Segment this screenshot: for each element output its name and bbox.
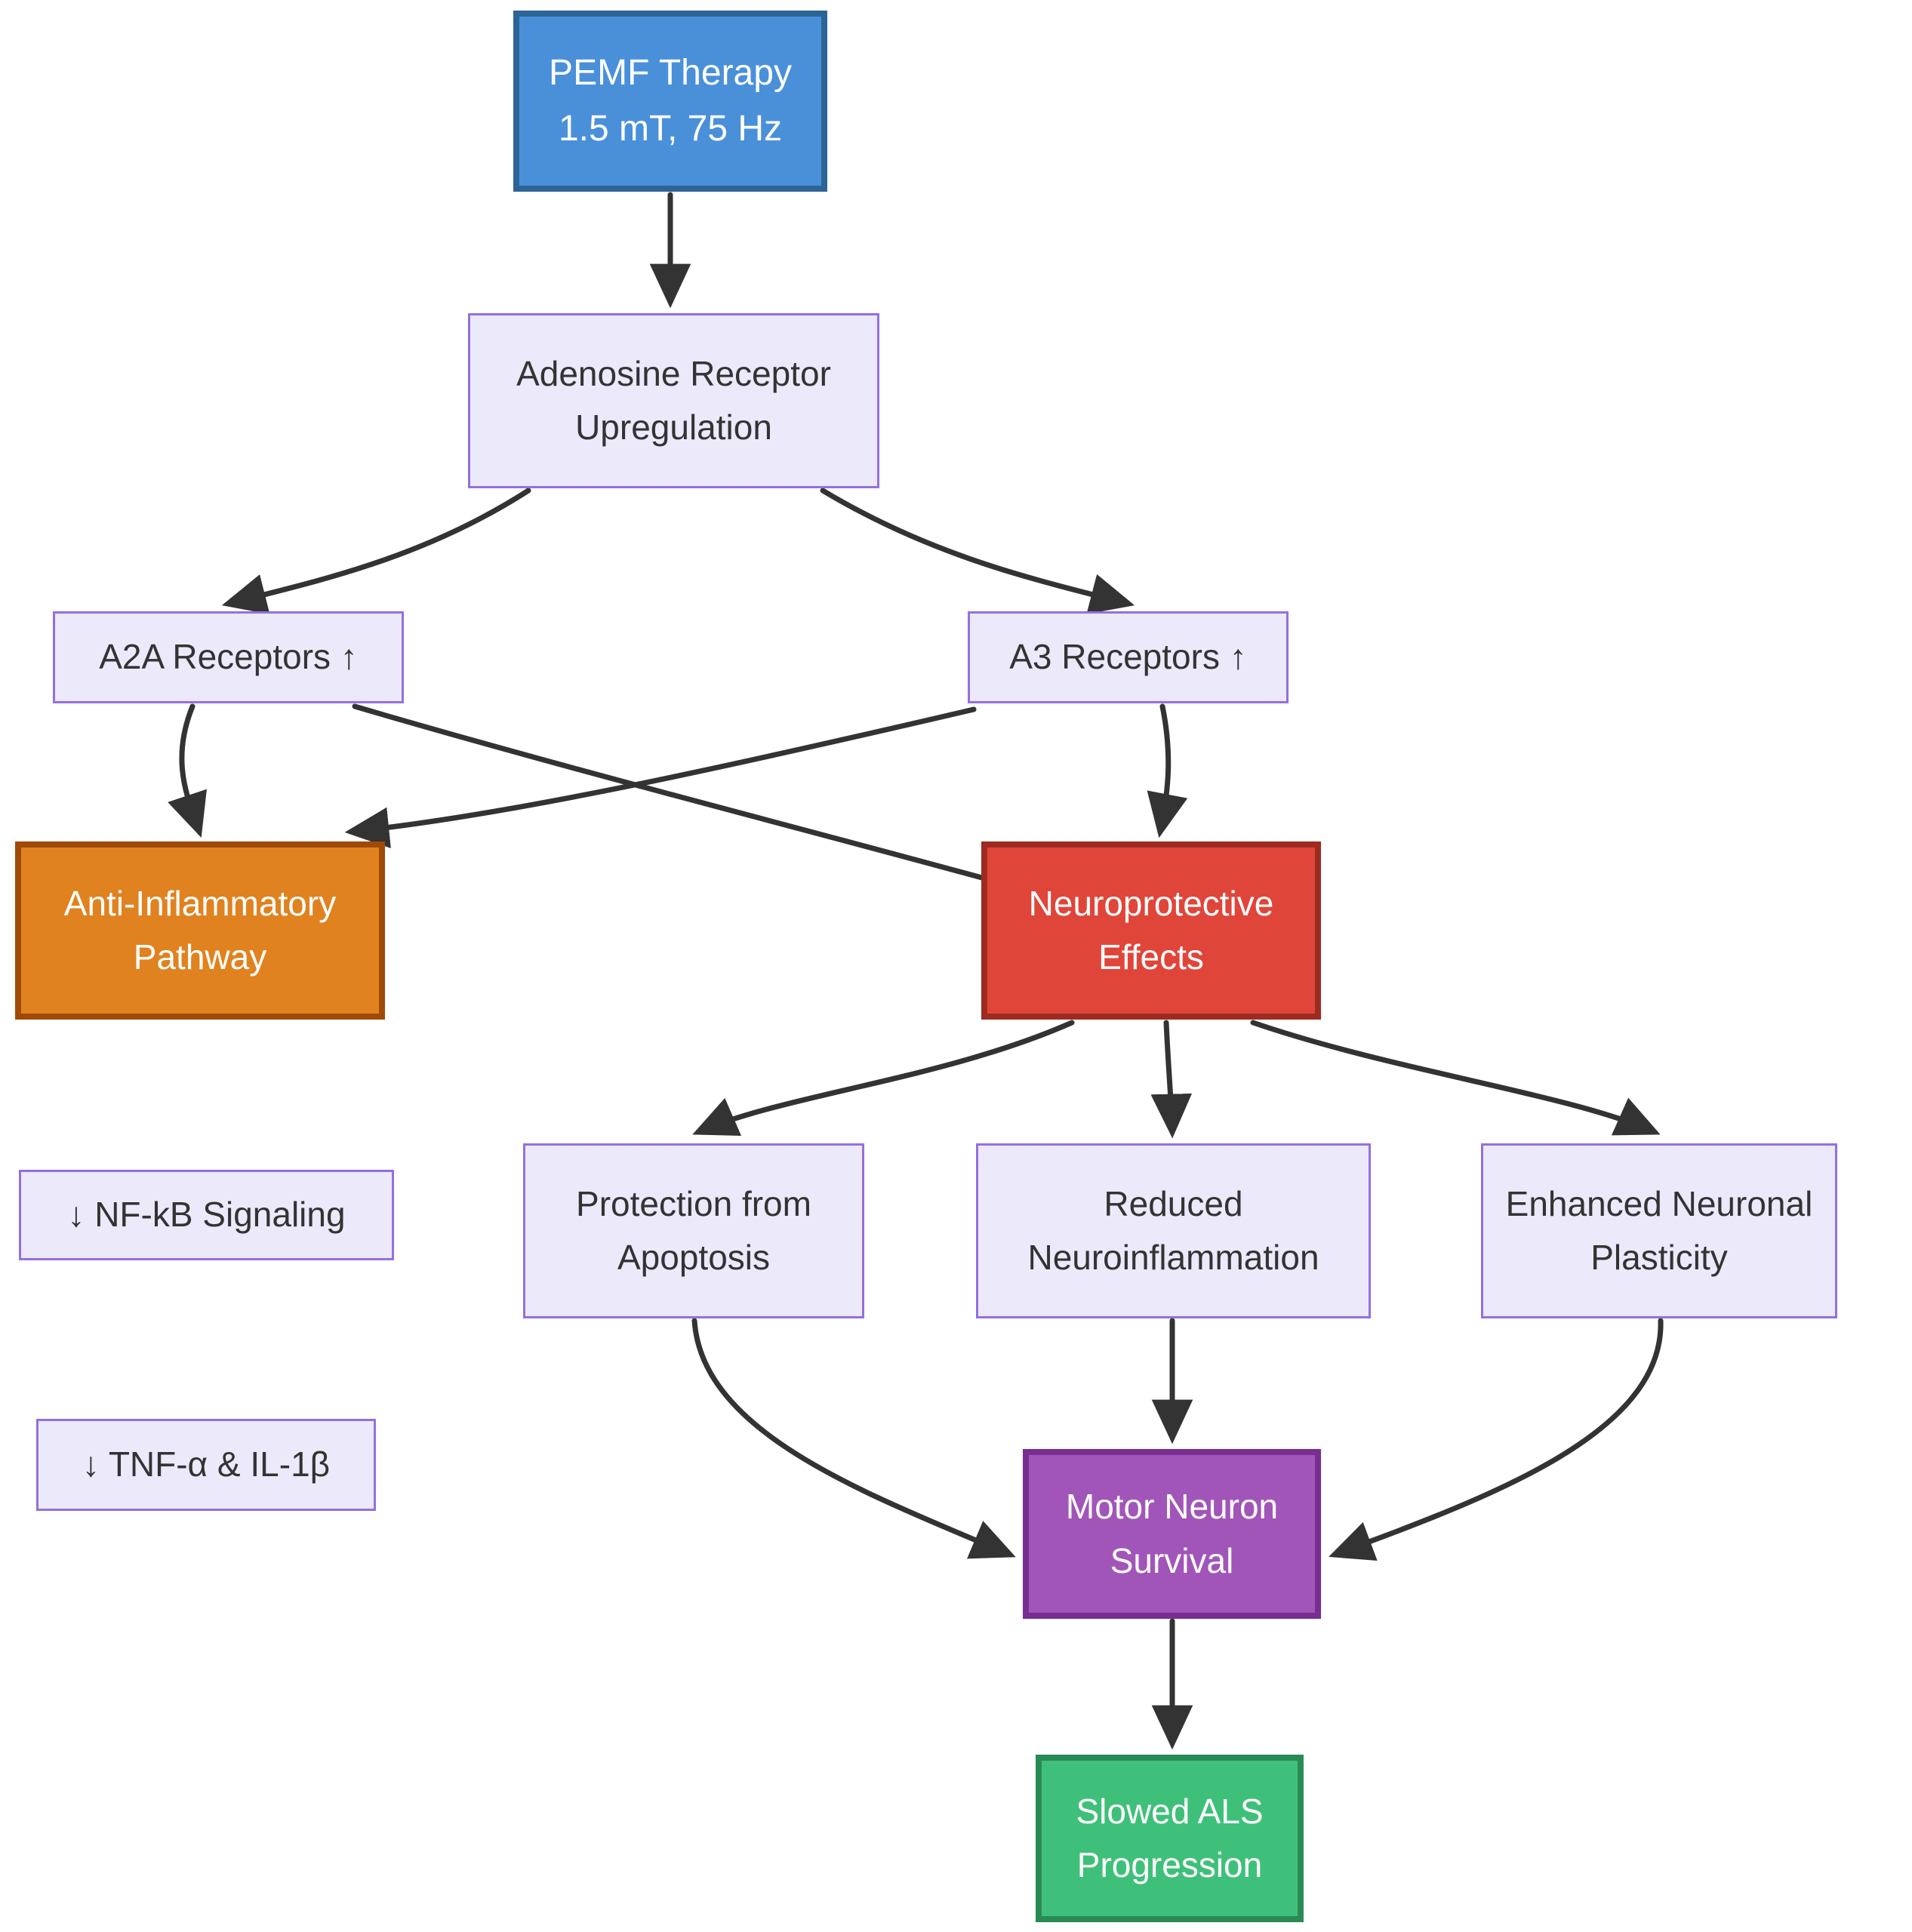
node-outcome-line1: Slowed ALS [1076,1791,1264,1831]
node-plasticity-line2: Plasticity [1590,1238,1728,1277]
edge-adenosine-to-a2a [221,488,531,615]
node-pemf-therapy-line2: 1.5 mT, 75 Hz [558,109,783,149]
node-anti-inflammatory-line1: Anti-Inflammatory [63,883,337,923]
node-motor-neuron-survival[interactable]: Motor Neuron Survival [1023,1449,1321,1619]
edge-a2a-to-neuroprotective [352,703,1048,904]
node-outcome-line2: Progression [1076,1845,1263,1884]
edge-adenosine-to-a3 [820,488,1135,614]
node-plasticity-line1: Enhanced Neuronal [1505,1183,1813,1223]
node-apoptosis-line1: Protection from [576,1183,811,1223]
edge-a3-to-antiinflammatory [344,706,977,849]
node-neuroprotective-line1: Neuroprotective [1028,883,1274,923]
node-adenosine-receptor-upregulation[interactable]: Adenosine Receptor Upregulation [468,313,879,488]
edge-neuroprotective-to-neuroinflammation [1150,1020,1193,1139]
edge-neuroprotective-to-apoptosis [692,1020,1075,1136]
node-a3-receptors-label: A3 Receptors ↑ [1009,637,1247,677]
node-pemf-therapy-line1: PEMF Therapy [549,52,792,93]
node-reduced-neuroinflammation[interactable]: Reduced Neuroinflammation [976,1143,1371,1318]
node-neuroinflammation-line1: Reduced [1104,1183,1243,1223]
node-a2a-receptors-label: A2A Receptors ↑ [99,637,358,677]
node-pemf-therapy[interactable]: PEMF Therapy 1.5 mT, 75 Hz [513,11,827,192]
node-survival-line2: Survival [1110,1540,1234,1580]
node-apoptosis-line2: Apoptosis [617,1238,770,1277]
edge-apoptosis-to-survival [691,1318,1016,1559]
node-enhanced-neuronal-plasticity[interactable]: Enhanced Neuronal Plasticity [1481,1143,1837,1318]
node-tnf-alpha-il1beta[interactable]: ↓ TNF-α & IL-1β [36,1419,376,1511]
node-a3-receptors[interactable]: A3 Receptors ↑ [968,611,1289,703]
node-slowed-als-progression[interactable]: Slowed ALS Progression [1036,1755,1304,1922]
node-anti-inflammatory-line2: Pathway [133,937,267,977]
node-adenosine-line1: Adenosine Receptor [516,353,831,393]
node-tnf-alpha-il1beta-label: ↓ TNF-α & IL-1β [82,1444,331,1484]
node-neuroinflammation-line2: Neuroinflammation [1027,1238,1319,1277]
edge-a3-to-neuroprotective [1147,703,1188,838]
edge-a2a-to-antiinflammatory [168,703,207,838]
node-survival-line1: Motor Neuron [1065,1487,1279,1527]
edge-neuroprotective-to-plasticity [1250,1020,1661,1136]
node-anti-inflammatory-pathway[interactable]: Anti-Inflammatory Pathway [15,841,385,1020]
edge-plasticity-to-survival [1329,1318,1664,1561]
node-adenosine-line2: Upregulation [575,408,772,447]
node-nfkb-signaling-label: ↓ NF-kB Signaling [67,1195,346,1235]
node-neuroprotective-effects[interactable]: Neuroprotective Effects [981,841,1321,1020]
node-a2a-receptors[interactable]: A2A Receptors ↑ [53,611,404,703]
node-neuroprotective-line2: Effects [1098,937,1204,977]
node-nfkb-signaling[interactable]: ↓ NF-kB Signaling [19,1170,394,1260]
node-protection-from-apoptosis[interactable]: Protection from Apoptosis [523,1143,864,1318]
